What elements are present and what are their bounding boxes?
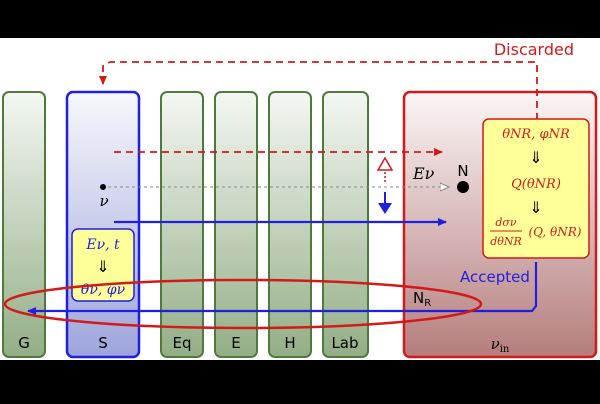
accepted-label: Accepted xyxy=(460,268,530,286)
energy-label: Eν xyxy=(412,164,435,183)
source-box-arrow: ⇓ xyxy=(96,257,109,276)
source-parameter-box: Eν, t ⇓ θν, φν xyxy=(71,228,135,302)
column-label-s: S xyxy=(98,334,108,352)
column-label-e: E xyxy=(231,334,240,352)
blue-down-arrow-icon xyxy=(378,192,392,214)
discarded-path xyxy=(99,61,538,120)
column-s: S xyxy=(65,90,141,359)
accepted-return-path xyxy=(27,262,538,315)
column-label-eq: Eq xyxy=(173,334,192,352)
result-box-line1: θNR, φNR xyxy=(502,127,570,142)
red-up-arrow-icon xyxy=(376,156,394,184)
result-box-arrow1: ⇓ xyxy=(529,148,542,167)
result-box-line3-den: dθNR xyxy=(490,235,522,248)
result-box-line2: Q(θNR) xyxy=(511,177,561,192)
nucleus-point xyxy=(457,181,469,193)
column-g: G xyxy=(2,91,46,358)
result-box-line3-num: dσν xyxy=(495,216,517,229)
detector-label: νin xyxy=(491,335,510,355)
column-label-g: G xyxy=(18,334,30,352)
source-point-label: ν xyxy=(99,192,108,210)
column-e: E xyxy=(214,91,258,358)
selection-ellipse xyxy=(3,278,483,330)
column-label-h: H xyxy=(284,334,295,352)
result-parameter-box: θNR, φNR ⇓ Q(θNR) ⇓ dσν dθNR (Q, θNR) xyxy=(482,118,590,259)
nucleus-label: N xyxy=(457,162,468,180)
source-point xyxy=(100,184,106,190)
source-box-line1: Eν, t xyxy=(85,237,120,253)
column-h: H xyxy=(268,91,312,358)
column-eq: Eq xyxy=(160,91,204,358)
column-lab: Lab xyxy=(322,91,369,358)
result-box-line3-tail: (Q, θNR) xyxy=(529,225,582,239)
discarded-label: Discarded xyxy=(494,40,574,59)
recoil-label: NR xyxy=(413,289,431,309)
column-label-lab: Lab xyxy=(331,334,358,352)
result-box-arrow2: ⇓ xyxy=(529,198,542,217)
